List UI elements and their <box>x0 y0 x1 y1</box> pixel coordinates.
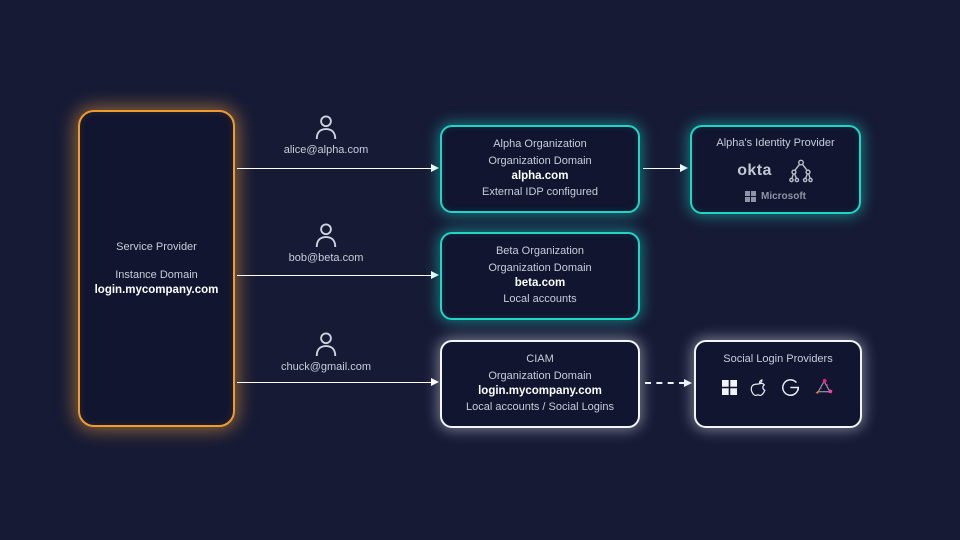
org-domain-block: Organization Domain login.mycompany.com <box>478 369 602 399</box>
user-chuck: chuck@gmail.com <box>262 329 390 375</box>
arrow-alice-to-alpha <box>237 164 439 173</box>
directory-tree-icon <box>788 159 813 183</box>
arrow-bob-to-beta <box>237 271 439 280</box>
okta-wordmark: okta <box>737 162 772 179</box>
idp-title: Alpha's Identity Provider <box>716 137 835 149</box>
user-email: bob@beta.com <box>288 252 364 264</box>
microsoft-squares-icon <box>745 191 756 202</box>
idp-logos-row: okta <box>737 156 814 186</box>
user-email: chuck@gmail.com <box>280 361 372 373</box>
alpha-identity-provider-box: Alpha's Identity Provider okta Micros <box>690 125 861 214</box>
arrow-ciam-to-social-dashed <box>645 379 692 387</box>
instance-domain-value: login.mycompany.com <box>94 283 219 296</box>
microsoft-logo-icon: Microsoft <box>745 191 806 202</box>
instance-domain-label: Instance Domain <box>115 268 198 281</box>
social-icons-row <box>721 376 835 399</box>
google-icon <box>781 379 799 396</box>
arrow-chuck-to-ciam <box>237 378 439 387</box>
beta-organization-box: Beta Organization Organization Domain be… <box>440 232 640 320</box>
person-icon <box>315 332 337 357</box>
org-note: Local accounts <box>503 293 577 305</box>
org-title: Alpha Organization <box>493 138 587 150</box>
org-domain-value: login.mycompany.com <box>478 384 602 397</box>
service-provider-box: Service Provider Instance Domain login.m… <box>78 110 235 427</box>
person-icon <box>315 223 337 248</box>
social-login-providers-box: Social Login Providers <box>694 340 862 428</box>
org-domain-block: Organization Domain alpha.com <box>488 154 591 184</box>
social-title: Social Login Providers <box>723 353 833 365</box>
service-provider-title: Service Provider <box>116 240 197 253</box>
user-email: alice@alpha.com <box>283 144 369 156</box>
org-domain-value: alpha.com <box>511 169 569 182</box>
person-icon <box>315 115 337 140</box>
ciam-organization-box: CIAM Organization Domain login.mycompany… <box>440 340 640 428</box>
alpha-organization-box: Alpha Organization Organization Domain a… <box>440 125 640 213</box>
apple-icon <box>750 378 766 396</box>
org-domain-label: Organization Domain <box>488 154 592 167</box>
user-bob: bob@beta.com <box>262 220 390 266</box>
org-domain-label: Organization Domain <box>488 261 592 274</box>
org-note: Local accounts / Social Logins <box>466 401 614 413</box>
org-note: External IDP configured <box>482 186 598 198</box>
user-alice: alice@alpha.com <box>262 112 390 158</box>
social-network-icon <box>814 378 832 395</box>
org-title: Beta Organization <box>495 245 585 257</box>
microsoft-squares-icon <box>721 380 737 395</box>
arrow-alpha-to-idp <box>643 164 688 173</box>
org-domain-label: Organization Domain <box>488 369 592 382</box>
org-domain-value: beta.com <box>514 276 566 289</box>
org-title: CIAM <box>526 353 554 365</box>
microsoft-wordmark: Microsoft <box>761 191 806 202</box>
org-domain-block: Organization Domain beta.com <box>488 261 591 291</box>
